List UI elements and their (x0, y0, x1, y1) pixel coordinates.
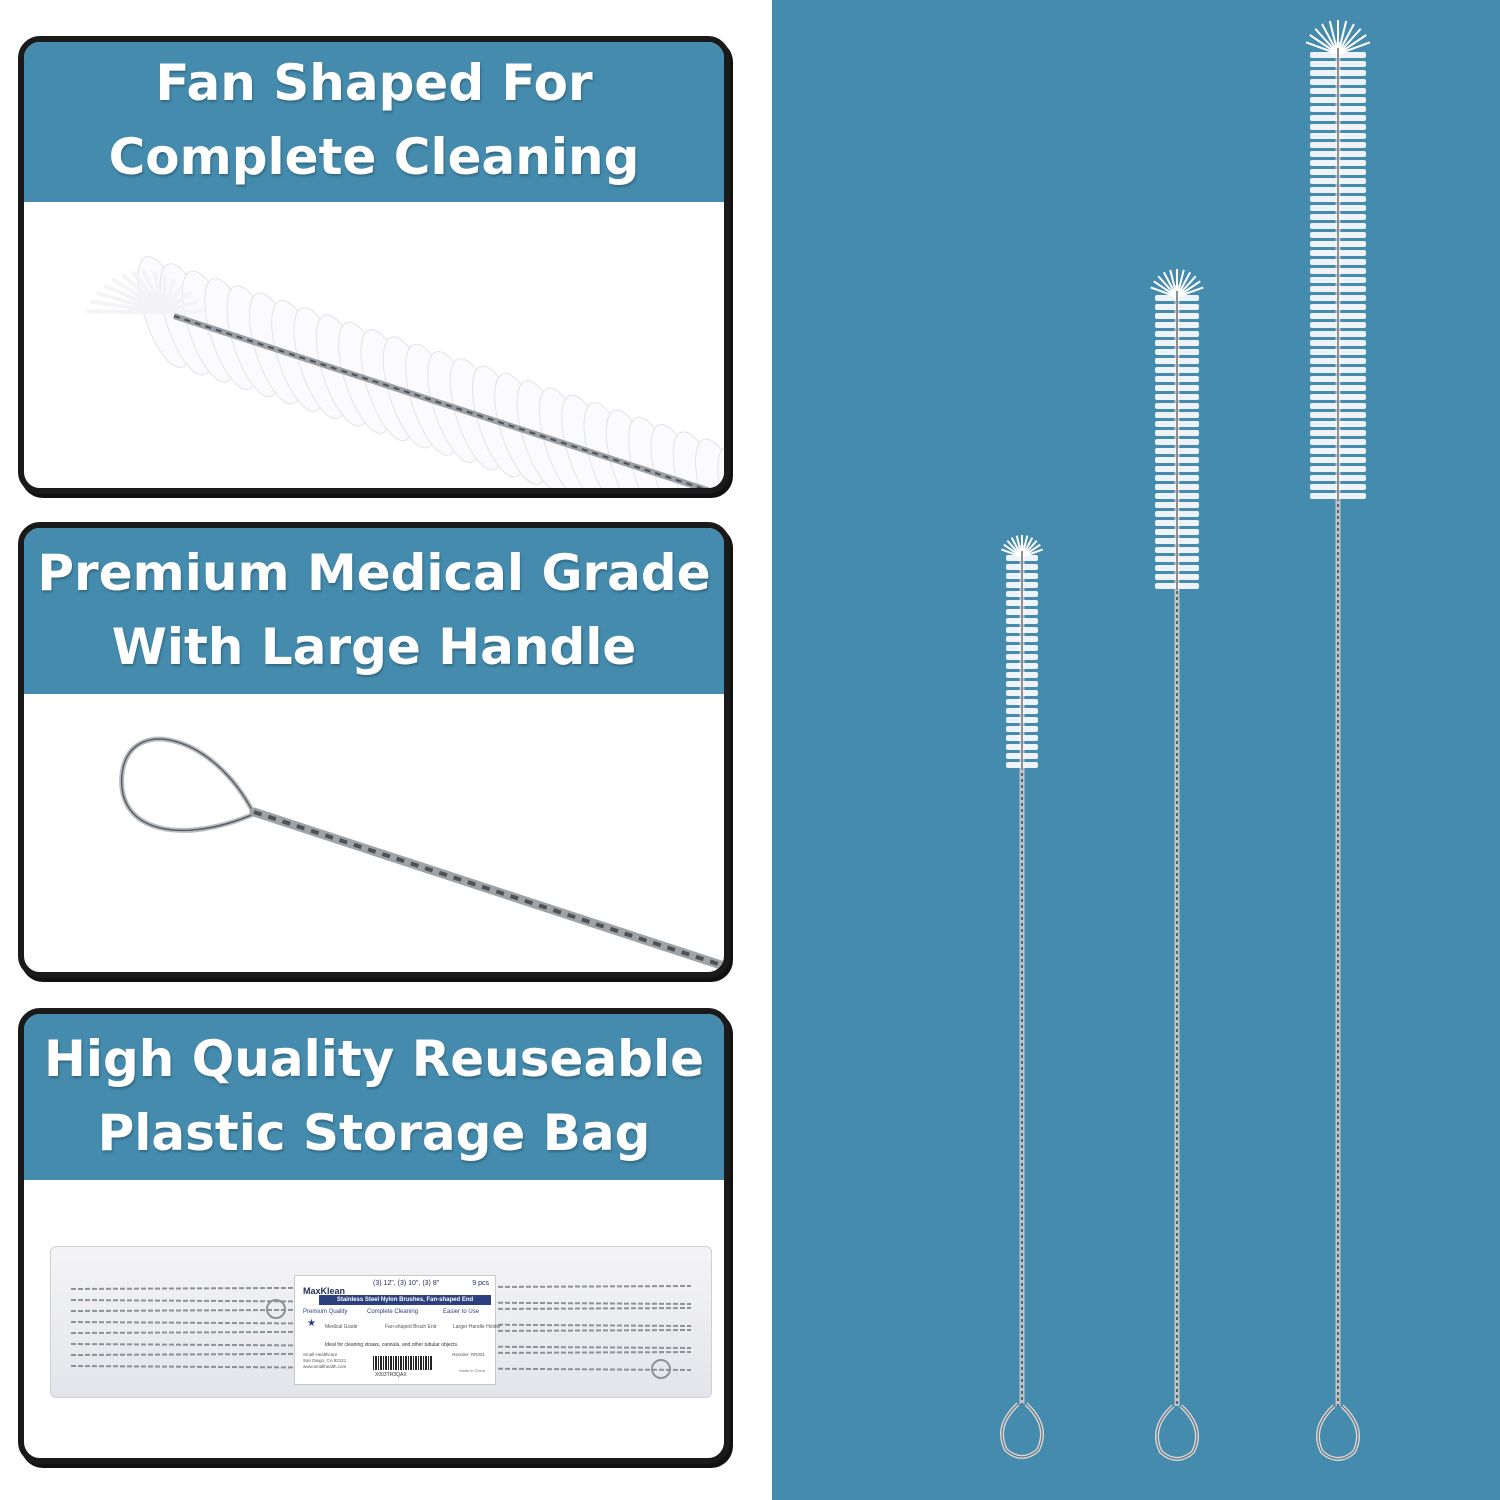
label-feature-sub-1: Medical Grade (325, 1324, 358, 1330)
heading-line-2: With Large Handle (111, 618, 637, 676)
label-feature-3: Easier to Use (443, 1309, 480, 1315)
heading-line-1: High Quality Reuseable (43, 1030, 705, 1088)
heading-line-1: Fan Shaped For (155, 54, 593, 112)
label-reorder: Reorder: RR001 (452, 1352, 485, 1357)
brush-2 (1150, 269, 1204, 1461)
label-made-in: Made in China (459, 1368, 485, 1373)
feature-card-storage-bag: High Quality Reuseable Plastic Storage B… (18, 1008, 730, 1464)
label-address: Small Healthcare San Diego, CA 92121 www… (303, 1352, 346, 1370)
handle-loop (119, 736, 724, 971)
barcode-text: X003TR3QAX (375, 1372, 407, 1378)
closeup-brush (85, 255, 724, 488)
brush-1 (1000, 535, 1044, 1459)
label-sizes: (3) 12", (3) 10", (3) 8" (373, 1280, 440, 1287)
barcode (373, 1356, 433, 1370)
address-line: San Diego, CA 92121 (303, 1358, 347, 1363)
heading-line-2: Plastic Storage Bag (97, 1104, 651, 1162)
label-brand: MaxKlean (303, 1286, 346, 1296)
label-feature-sub-3: Larger Handle Holder (453, 1324, 501, 1330)
star-icon: ★ (307, 1318, 316, 1329)
product-showcase-panel (772, 0, 1500, 1500)
feature-card-heading: Premium Medical Grade With Large Handle (24, 528, 724, 694)
label-feature-1: Premium Quality (303, 1309, 348, 1315)
label-count: 9 pcs (472, 1280, 489, 1287)
plastic-storage-bag: MaxKlean (3) 12", (3) 10", (3) 8" 9 pcs … (50, 1246, 712, 1398)
handle-loop-closeup (24, 694, 724, 972)
feature-card-heading: High Quality Reuseable Plastic Storage B… (24, 1014, 724, 1180)
label-description: Ideal for cleaning straws, cannula, and … (325, 1342, 459, 1348)
fan-brush-closeup (24, 212, 724, 488)
heading-line-2: Complete Cleaning (108, 128, 640, 186)
package-label: MaxKlean (3) 12", (3) 10", (3) 8" 9 pcs … (294, 1275, 501, 1385)
heading-line-1: Premium Medical Grade (37, 544, 711, 602)
storage-bag-photo: MaxKlean (3) 12", (3) 10", (3) 8" 9 pcs … (24, 1180, 724, 1458)
label-subtitle: Stainless Steel Nylon Brushes, Fan-shape… (319, 1295, 491, 1305)
label-feature-sub-2: Fan-shaped Brush End (385, 1324, 437, 1330)
address-line: Small Healthcare (303, 1352, 338, 1357)
feature-card-heading: Fan Shaped For Complete Cleaning (24, 42, 724, 202)
brush-3 (1305, 20, 1371, 1461)
three-brushes-illustration (1000, 20, 1371, 1461)
address-line: www.smallhealth.com (303, 1364, 347, 1369)
feature-card-medical-grade: Premium Medical Grade With Large Handle (18, 522, 730, 978)
label-feature-2: Complete Cleaning (367, 1309, 419, 1315)
feature-card-fan-shaped: Fan Shaped For Complete Cleaning (18, 36, 730, 494)
